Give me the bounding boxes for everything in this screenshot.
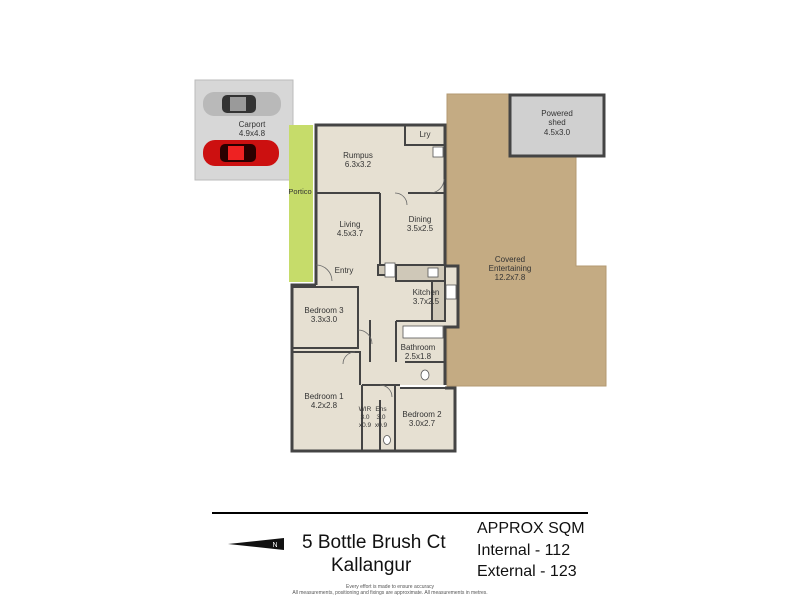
bathroom-size: 2.5x1.8 <box>405 352 432 361</box>
bedroom1-size: 4.2x2.8 <box>311 401 338 410</box>
rumpus-size: 6.3x3.2 <box>345 160 372 169</box>
ens-size-2: x0.9 <box>375 422 388 429</box>
portico-area <box>289 125 313 282</box>
stove-icon <box>445 284 457 300</box>
entertaining-size: 12.2x7.8 <box>495 273 526 282</box>
floor-plan: Carport 4.9x4.8 Covered Entertaining 12.… <box>194 79 607 453</box>
entertaining-label-1: Covered <box>495 255 525 264</box>
bathtub-icon <box>402 325 444 339</box>
silver-car-icon <box>203 92 281 116</box>
living-size: 4.5x3.7 <box>337 229 364 238</box>
bedroom3-size: 3.3x3.0 <box>311 315 338 324</box>
area-title: APPROX SQM <box>477 520 585 537</box>
wir-size-2: x0.9 <box>359 422 372 429</box>
red-car-icon <box>203 140 279 166</box>
kitchen-size: 3.7x2.5 <box>413 297 440 306</box>
shed-size: 4.5x3.0 <box>544 128 571 137</box>
lry-label: Lry <box>419 130 430 139</box>
house-floor <box>292 125 458 451</box>
ens-size-1: 3.0 <box>376 414 385 421</box>
shed-label-2: shed <box>548 118 565 127</box>
powered-shed <box>508 93 606 158</box>
disclaimer-line-1: Every effort is made to ensure accuracy <box>345 584 434 590</box>
wir-size-1: 3.0 <box>360 414 369 421</box>
entry-label: Entry <box>335 266 354 275</box>
bedroom2-size: 3.0x2.7 <box>409 419 436 428</box>
portico-label: Portico <box>288 187 311 196</box>
footer-divider <box>212 512 588 514</box>
carport-size: 4.9x4.8 <box>239 129 266 138</box>
bathroom-label: Bathroom <box>401 343 436 352</box>
disclaimer: Every effort is made to ensure accuracy … <box>290 584 490 596</box>
area-internal: Internal - 112 <box>477 542 571 559</box>
ens-label: Ens <box>375 406 387 413</box>
living-label: Living <box>340 220 361 229</box>
bedroom3-label: Bedroom 3 <box>304 306 344 315</box>
disclaimer-line-2: All measurements, positioning and fixing… <box>292 590 488 596</box>
kitchen-sink-icon <box>427 267 439 278</box>
laundry-tub-icon <box>432 146 444 158</box>
fridge-icon <box>384 262 396 278</box>
bedroom2-label: Bedroom 2 <box>402 410 442 419</box>
rumpus-label: Rumpus <box>343 151 373 160</box>
carport-label: Carport <box>239 120 266 129</box>
entertaining-label-2: Entertaining <box>489 264 532 273</box>
bedroom3-floor <box>292 287 358 348</box>
ensuite-toilet-icon <box>383 435 391 445</box>
bedroom1-label: Bedroom 1 <box>304 392 344 401</box>
toilet-icon <box>420 369 430 381</box>
dining-label: Dining <box>409 215 432 224</box>
area-external: External - 123 <box>477 563 577 580</box>
north-arrow-icon: N <box>228 538 284 550</box>
exterior-walls <box>290 123 460 453</box>
dining-size: 3.5x2.5 <box>407 224 434 233</box>
kitchen-label: Kitchen <box>413 288 440 297</box>
door-swings <box>315 178 445 398</box>
shed-label-1: Powered <box>541 109 573 118</box>
wir-label: WIR <box>359 406 372 413</box>
address-line-1: 5 Bottle Brush Ct <box>302 532 446 553</box>
address-line-2: Kallangur <box>331 555 412 576</box>
north-letter: N <box>272 542 277 549</box>
